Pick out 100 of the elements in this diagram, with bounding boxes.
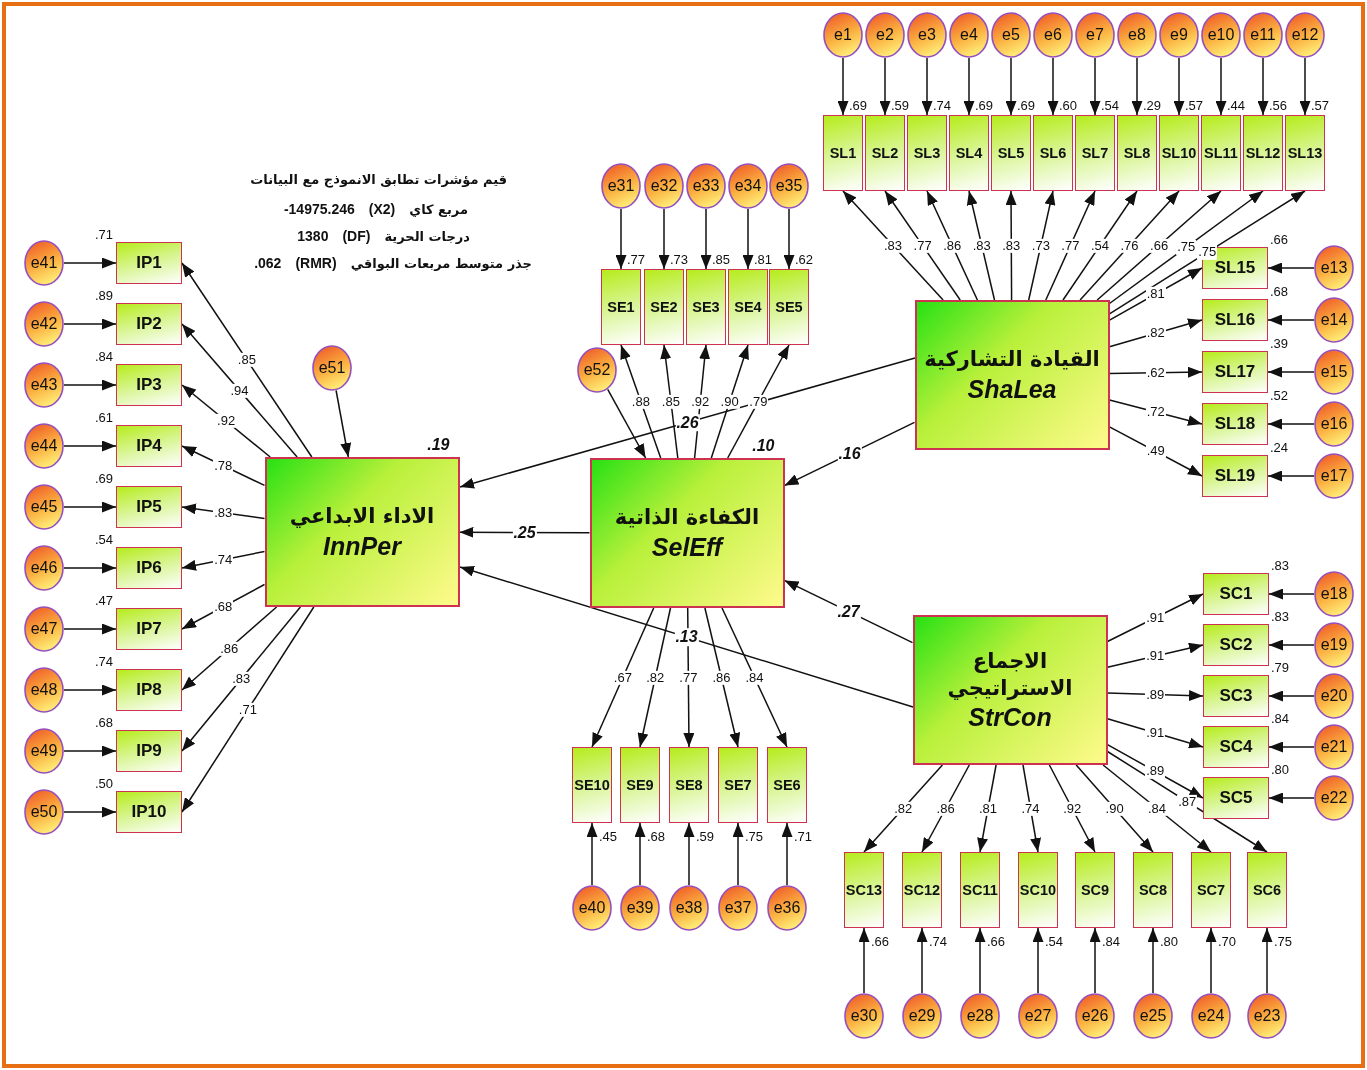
observed-variable-box: SC13 [844,852,884,928]
arrow [1267,366,1315,378]
fit-index-text: (X2) [368,201,396,217]
observed-variable-box: SC10 [1018,852,1058,928]
observed-variable-box: SE2 [644,269,684,345]
arrow [620,344,662,459]
arrow [1173,57,1185,116]
value-label: .80 [1271,762,1290,777]
edge-label: .54 [1089,238,1110,253]
edge-label: .81 [1145,286,1166,302]
edge-label: .81 [978,801,999,816]
arrow [1267,418,1315,430]
value-label: .69 [975,98,994,113]
value-label: .68 [94,715,113,730]
value-label: .75 [745,829,764,844]
value-label: .44 [1227,98,1246,113]
error-term-circle: e5 [991,12,1031,58]
arrow [1108,399,1203,426]
value-label: .70 [1218,934,1237,949]
error-term-circle: e38 [669,885,709,931]
observed-variable-box: SE7 [718,747,758,823]
arrow [1022,764,1042,853]
arrow [181,323,298,458]
error-term-circle: e19 [1314,622,1354,668]
value-label: .54 [94,532,113,547]
observed-variable-box: SL12 [1243,115,1283,191]
observed-variable-box: SL2 [865,115,905,191]
edge-label: .89 [1145,687,1166,702]
value-label: .19 [427,436,450,454]
error-term-circle: e3 [907,12,947,58]
arrow [63,745,117,757]
arrow [704,607,741,748]
edge-label: .85 [236,352,257,368]
arrow [63,257,117,269]
edge-label: .66 [1149,238,1170,253]
edge-label: .84 [744,670,765,685]
arrow [1102,764,1212,853]
value-label: .24 [1270,440,1289,455]
value-label: .60 [1059,98,1078,113]
arrow [710,344,749,459]
arrow [1106,750,1268,853]
arrow [1047,57,1059,116]
observed-variable-box: SL7 [1075,115,1115,191]
error-term-circle: e28 [960,993,1000,1039]
edge-label: .77 [678,670,699,685]
edge-label: .79 [748,394,769,409]
error-term-circle: e42 [24,301,64,347]
arrow [1062,190,1138,301]
arrow [63,623,117,635]
value-label: .56 [1269,98,1288,113]
arrow [742,208,754,270]
observed-variable-box: SL3 [907,115,947,191]
arrow [837,57,849,116]
fit-index-text: قيم مؤشرات تطابق الانموذج مع البيانات [250,172,507,187]
value-label: .69 [94,471,113,486]
arrow [615,208,627,270]
observed-variable-box: SC4 [1203,726,1269,768]
edge-label: .77 [1060,238,1081,253]
error-term-circle: e35 [769,163,809,209]
fit-index-text: مربع كاي [409,202,468,217]
edge-label: .86 [711,670,732,685]
arrow [63,440,117,452]
arrow [181,445,266,487]
error-term-circle: e14 [1314,297,1354,343]
observed-variable-box: SL1 [823,115,863,191]
observed-variable-box: IP4 [116,425,182,467]
arrow [1106,718,1204,749]
error-term-circle: e31 [601,163,641,209]
arrow [1268,792,1315,804]
arrow [1089,927,1101,994]
arrow [1299,57,1311,116]
value-label: .45 [599,829,618,844]
arrow [1147,927,1159,994]
error-term-circle: e12 [1285,12,1325,58]
value-label: .69 [1017,98,1036,113]
observed-variable-box: SC5 [1203,777,1269,819]
edge-label: .83 [883,238,904,253]
value-label: .81 [754,252,773,267]
arrow [879,57,891,116]
edge-label: .16 [837,445,862,463]
edge-label: .94 [229,383,250,398]
edge-label: .84 [1147,801,1168,816]
value-label: .73 [670,252,689,267]
arrow [1045,190,1096,301]
error-term-circle: e40 [572,885,612,931]
observed-variable-box: SC7 [1191,852,1231,928]
value-label: .84 [94,349,113,364]
arrow [181,503,266,520]
arrow [63,562,117,574]
observed-variable-box: IP10 [116,791,182,833]
error-term-circle: e29 [902,993,942,1039]
arrow [1005,57,1017,116]
edge-label: .73 [1030,238,1051,253]
arrow [660,344,679,459]
arrow [1268,741,1315,753]
edge-label: .83 [1001,238,1022,253]
error-term-circle: e23 [1247,993,1287,1039]
error-term-circle: e11 [1243,12,1283,58]
value-label: .54 [1101,98,1120,113]
error-term-circle: e36 [767,885,807,931]
